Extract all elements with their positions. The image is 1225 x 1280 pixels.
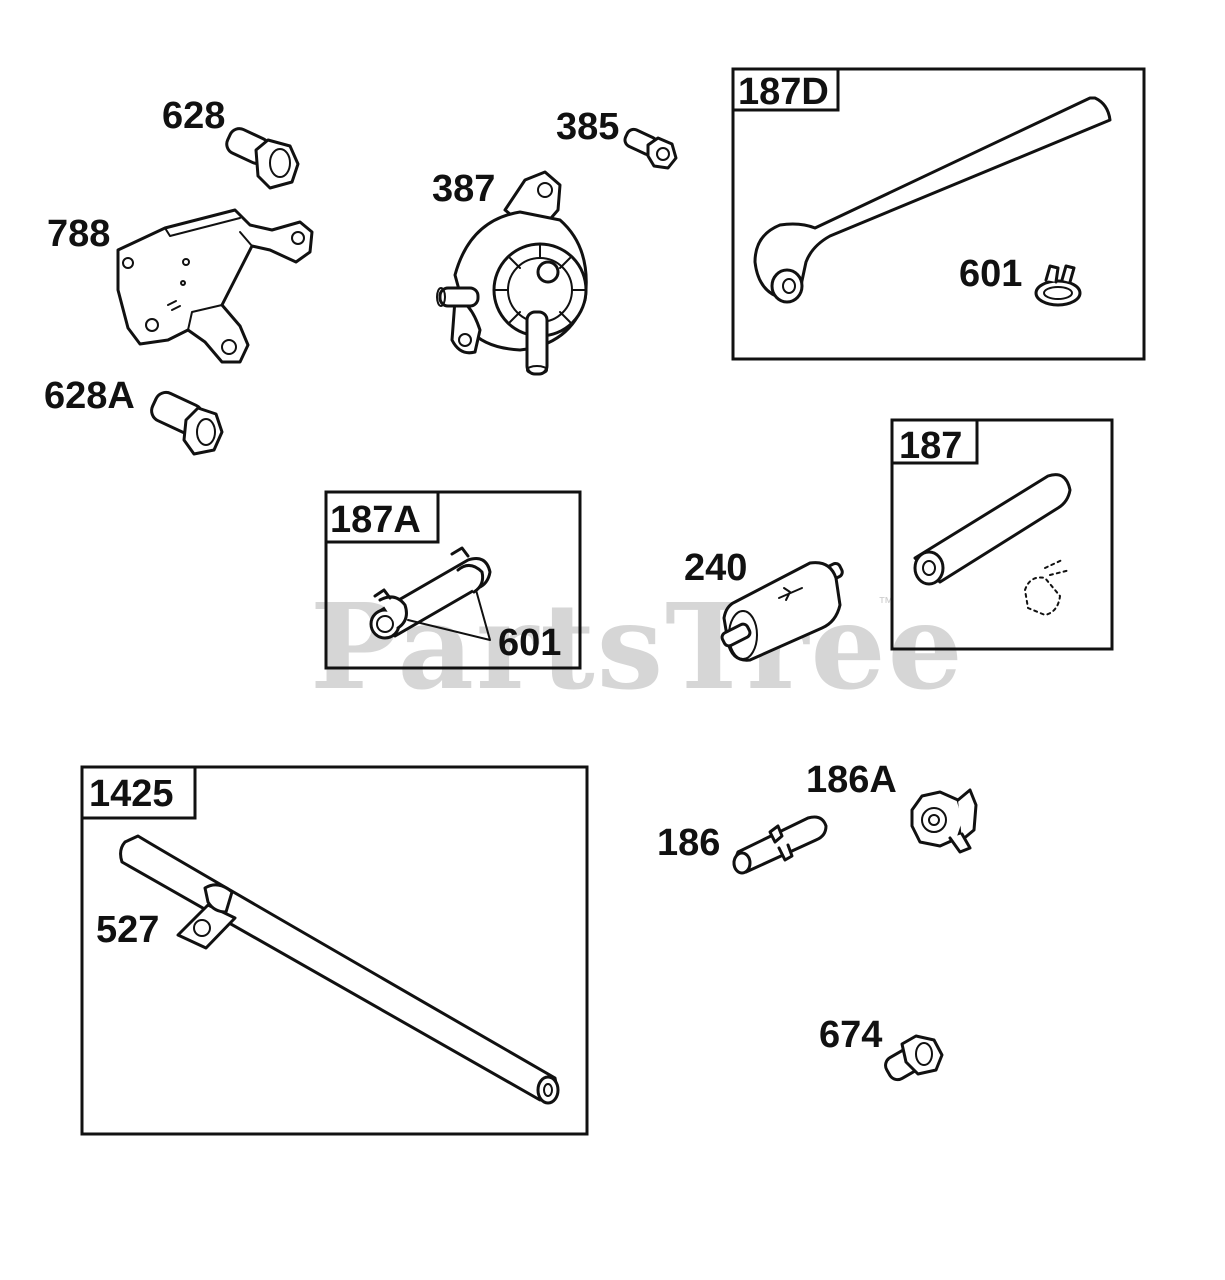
callout-240: 240 (684, 547, 747, 589)
part-385-screw[interactable] (623, 127, 678, 170)
part-788-bracket[interactable] (116, 208, 314, 364)
watermark-trademark: ™ (878, 595, 894, 612)
part-186a-valve[interactable] (910, 788, 978, 854)
leader-601-pair (407, 589, 491, 641)
callout-186a: 186A (806, 759, 897, 801)
box-label-187a: 187A (330, 499, 421, 541)
part-601-clamp-hose[interactable] (1034, 264, 1082, 307)
callout-385: 385 (556, 106, 619, 148)
callout-527: 527 (96, 909, 159, 951)
part-186-fitting[interactable] (732, 815, 828, 875)
part-187-hose[interactable] (913, 473, 1072, 586)
callout-788: 788 (47, 213, 110, 255)
box-187a: 187A (324, 490, 582, 670)
callout-387: 387 (432, 168, 495, 210)
box-187: 187 (890, 418, 1114, 651)
part-628-bolt[interactable] (223, 125, 300, 190)
part-674-bolt[interactable] (882, 1034, 944, 1083)
callout-601-pair: 601 (498, 622, 561, 664)
part-387-fuel-pump[interactable] (436, 170, 588, 376)
box-label-187d: 187D (738, 71, 829, 113)
callout-628a: 628A (44, 375, 135, 417)
callout-186: 186 (657, 822, 720, 864)
part-628a-bolt[interactable] (148, 389, 224, 456)
part-187d-hose[interactable] (753, 96, 1112, 304)
callout-628: 628 (162, 95, 225, 137)
box-label-187: 187 (899, 425, 962, 467)
part-187a-hose[interactable] (369, 546, 492, 640)
box-1425: 1425 (80, 765, 589, 1136)
part-527-clip[interactable] (176, 883, 237, 950)
callout-674: 674 (819, 1014, 882, 1056)
callout-601-hose: 601 (959, 253, 1022, 295)
cut-to-length-icon (1024, 559, 1071, 616)
box-187d: 187D (731, 67, 1146, 361)
box-label-1425: 1425 (89, 773, 174, 815)
part-1425-fuel-line[interactable] (119, 834, 560, 1105)
part-240-fuel-filter[interactable] (720, 561, 844, 662)
